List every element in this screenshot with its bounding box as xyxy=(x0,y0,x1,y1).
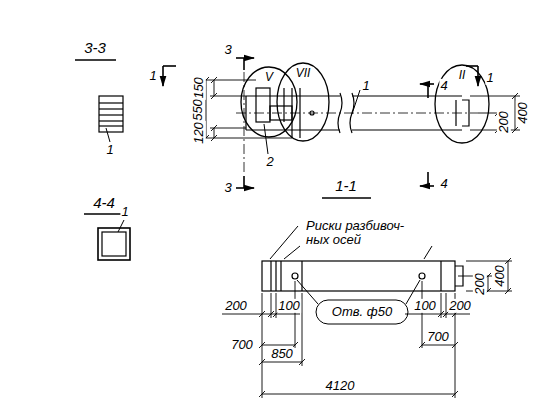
section-mark: 4 xyxy=(439,177,448,191)
dimension-value: 100 xyxy=(277,299,301,313)
dimension-value: 100 xyxy=(413,299,437,313)
dimension-value: 120 xyxy=(192,121,206,145)
section-3-3 xyxy=(99,96,123,142)
section-mark: 3 xyxy=(223,181,232,195)
dimension-value: 700 xyxy=(426,330,450,344)
detail-callout: VII xyxy=(276,62,330,142)
note: Риски разбивоч- ных осей xyxy=(305,219,419,248)
section-4-4 xyxy=(98,220,130,260)
title-underline xyxy=(75,59,116,61)
detail-oval xyxy=(277,63,329,141)
section-title: 3-3 xyxy=(83,40,107,57)
callout-number: 2 xyxy=(265,155,274,169)
section-title: 1-1 xyxy=(334,178,358,195)
section-mark: 3 xyxy=(223,43,232,57)
dimension-value: 400 xyxy=(516,101,530,125)
dimension-value: 200 xyxy=(473,272,487,296)
dimension-value: 550 xyxy=(191,98,205,122)
detail-callout: V xyxy=(240,66,298,138)
detail-oval xyxy=(241,67,297,137)
detail-callout: II xyxy=(434,64,490,144)
dimension-value: 4120 xyxy=(325,379,356,393)
callout-number: 1 xyxy=(361,79,370,93)
title-underline xyxy=(84,213,124,215)
beam-plan xyxy=(236,88,478,154)
callout-number: 1 xyxy=(105,143,114,157)
dimension-value: 150 xyxy=(192,76,206,100)
dimension-value: 200 xyxy=(448,299,472,313)
dimension xyxy=(200,77,520,141)
detail-oval xyxy=(435,65,489,143)
dimension-value: 850 xyxy=(270,347,294,361)
dimension xyxy=(222,258,512,398)
dimension-value: 400 xyxy=(493,264,507,288)
detail-number: VII xyxy=(276,62,330,80)
section-mark: 4 xyxy=(439,79,448,93)
section-mark: 1 xyxy=(148,69,157,83)
title-underline xyxy=(322,197,371,199)
section-mark: 1 xyxy=(485,71,494,85)
callout-number: 1 xyxy=(120,205,129,219)
section-title: 4-4 xyxy=(92,195,116,212)
section-mark xyxy=(163,58,478,188)
note: Отв. ф50 xyxy=(331,305,393,319)
dimension-value: 200 xyxy=(224,299,248,313)
dimension-value: 200 xyxy=(497,110,511,134)
dimension-value: 700 xyxy=(230,338,254,352)
